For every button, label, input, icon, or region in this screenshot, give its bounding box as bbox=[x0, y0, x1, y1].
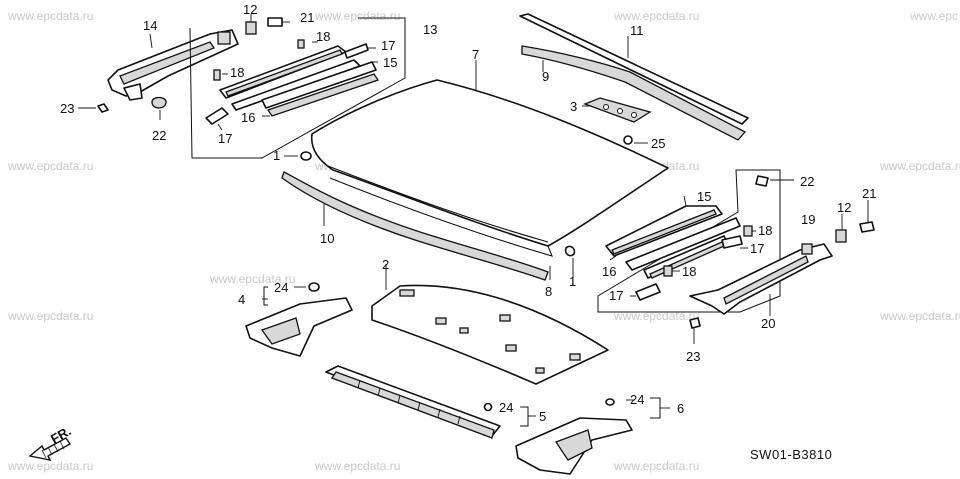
callout-18-b: 18 bbox=[230, 65, 244, 80]
watermark: www.epcdata.ru bbox=[314, 459, 400, 473]
watermark: www.epcdata.ru bbox=[879, 159, 960, 173]
callout-25: 25 bbox=[651, 136, 665, 151]
roof-molding-rear bbox=[521, 45, 747, 141]
rear-bracket bbox=[515, 397, 670, 475]
callout-4: 4 bbox=[238, 292, 245, 307]
callout-22-left: 22 bbox=[152, 128, 166, 143]
callout-24-a: 24 bbox=[274, 280, 288, 295]
front-bracket-left bbox=[245, 282, 353, 357]
callout-20: 20 bbox=[761, 316, 775, 331]
rail-group-left bbox=[189, 17, 406, 159]
callout-18-c: 18 bbox=[758, 223, 772, 238]
callout-16-a: 16 bbox=[241, 110, 255, 125]
rail-left-front bbox=[107, 29, 239, 101]
watermark: www.epc bbox=[909, 9, 958, 23]
callout-17-b: 17 bbox=[218, 131, 232, 146]
callout-22-right: 22 bbox=[800, 174, 814, 189]
callout-24-c: 24 bbox=[630, 392, 644, 407]
callout-23-left: 23 bbox=[60, 101, 74, 116]
callout-7: 7 bbox=[472, 47, 479, 62]
callout-6: 6 bbox=[677, 401, 684, 416]
callout-12-right: 12 bbox=[837, 200, 851, 215]
rail-right-rear bbox=[689, 200, 875, 344]
watermark: www.epcdata.ru bbox=[7, 9, 93, 23]
callout-18-d: 18 bbox=[682, 264, 696, 279]
front-molding bbox=[281, 171, 576, 286]
callout-18-a: 18 bbox=[316, 29, 330, 44]
roof-rail bbox=[325, 365, 536, 439]
callout-17-c: 17 bbox=[750, 241, 764, 256]
callout-23-right: 23 bbox=[686, 349, 700, 364]
callout-15-b: 15 bbox=[697, 189, 711, 204]
callout-1: 1 bbox=[273, 148, 280, 163]
diagram-code: SW01-B3810 bbox=[750, 447, 832, 462]
callout-17-d: 17 bbox=[609, 288, 623, 303]
callout-24-b: 24 bbox=[499, 400, 513, 415]
roof-bracket bbox=[582, 97, 652, 145]
watermark: www.epcdata.ru bbox=[879, 309, 960, 323]
clip bbox=[284, 151, 312, 161]
callout-13: 13 bbox=[423, 22, 437, 37]
roof-panel bbox=[310, 60, 669, 257]
callout-19: 19 bbox=[801, 212, 815, 227]
callout-9: 9 bbox=[542, 69, 549, 84]
callout-1-right: 1 bbox=[569, 274, 576, 289]
callout-16-b: 16 bbox=[602, 264, 616, 279]
callout-3: 3 bbox=[570, 99, 577, 114]
callout-14: 14 bbox=[143, 18, 157, 33]
callout-10: 10 bbox=[320, 231, 334, 246]
callout-5: 5 bbox=[539, 409, 546, 424]
callout-21-left: 21 bbox=[300, 10, 314, 25]
watermark: www.epcdata.ru bbox=[7, 159, 93, 173]
callout-11: 11 bbox=[630, 23, 644, 38]
callout-12-left: 12 bbox=[243, 2, 257, 17]
watermark: www.epcdata.ru bbox=[613, 9, 699, 23]
watermark: www.epcdata.ru bbox=[7, 459, 93, 473]
callout-2: 2 bbox=[382, 257, 389, 272]
fasteners-left bbox=[78, 14, 290, 120]
watermark: www.epcdata.ru bbox=[613, 309, 699, 323]
watermark: www.epcdata.ru bbox=[209, 272, 295, 286]
watermark: www.epcdata.ru bbox=[7, 309, 93, 323]
roof-lining bbox=[371, 264, 609, 385]
watermark: www.epcdata.ru bbox=[314, 9, 400, 23]
callout-15-a: 15 bbox=[383, 55, 397, 70]
roof-molding-right bbox=[519, 13, 749, 125]
watermark: www.epcdata.ru bbox=[613, 459, 699, 473]
front-arrow-icon: FR. bbox=[28, 423, 74, 461]
callout-17-a: 17 bbox=[381, 38, 395, 53]
rail-group-right bbox=[597, 169, 794, 313]
callout-21-right: 21 bbox=[862, 186, 876, 201]
callouts: 14 12 21 13 18 17 15 18 16 17 23 22 7 11… bbox=[60, 2, 876, 424]
callout-8: 8 bbox=[545, 284, 552, 299]
